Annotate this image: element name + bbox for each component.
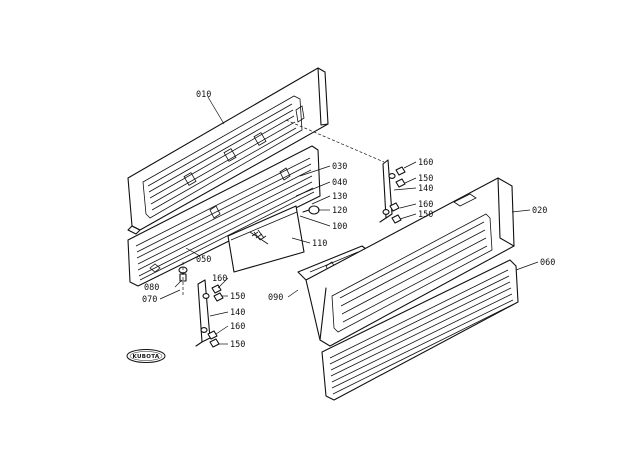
part-020-front-cover [305, 177, 515, 347]
part-060-lower-grille [321, 259, 519, 401]
label-150-c: 150 [230, 292, 245, 302]
label-020: 020 [532, 206, 547, 216]
label-160-b: 160 [418, 200, 433, 210]
part-110-mesh-panel [227, 205, 305, 273]
label-070: 070 [142, 295, 157, 305]
logo-text: KUBOTA [133, 354, 160, 360]
label-140-b: 140 [230, 308, 245, 318]
part-070-080-fasteners [178, 262, 188, 296]
label-010: 010 [196, 90, 211, 100]
label-040: 040 [332, 178, 347, 188]
leader-lines [159, 96, 539, 345]
label-150-d: 150 [230, 340, 245, 350]
label-030: 030 [332, 162, 347, 172]
part-140-left-bracket [195, 279, 211, 347]
part-120-clip [302, 205, 320, 215]
part-labels: 010 030 040 130 120 100 110 050 080 070 … [142, 90, 555, 350]
part-150-160-right-fasteners [389, 166, 406, 224]
label-150-b: 150 [418, 210, 433, 220]
part-030-grille-insert [127, 145, 321, 287]
label-160-c: 160 [212, 274, 227, 284]
label-150-a: 150 [418, 174, 433, 184]
label-160-a: 160 [418, 158, 433, 168]
part-140-right-bracket [285, 119, 396, 223]
label-120: 120 [332, 206, 347, 216]
label-050: 050 [196, 255, 211, 265]
label-060: 060 [540, 258, 555, 268]
label-110: 110 [312, 239, 327, 249]
label-160-d: 160 [230, 322, 245, 332]
label-130: 130 [332, 192, 347, 202]
label-100: 100 [332, 222, 347, 232]
label-090: 090 [268, 293, 283, 303]
kubota-logo: KUBOTA [126, 349, 166, 363]
label-140-a: 140 [418, 184, 433, 194]
label-080: 080 [144, 283, 159, 293]
part-010-grille-frame [127, 67, 329, 235]
